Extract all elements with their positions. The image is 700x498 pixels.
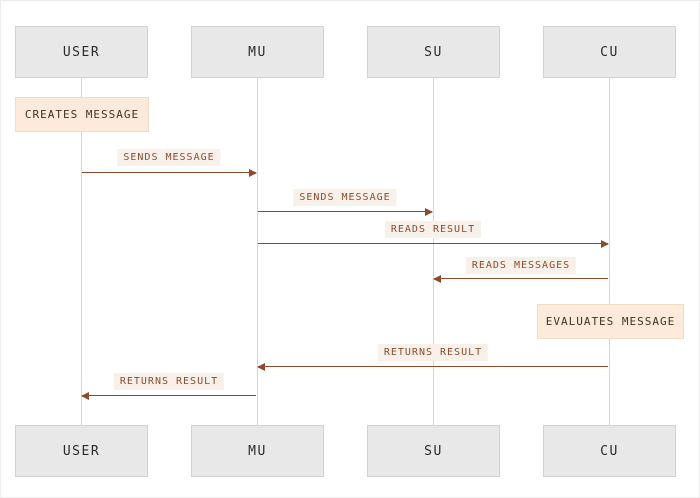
message-arrow [81, 391, 256, 400]
actor-label: MU [248, 44, 267, 60]
actor-bottom-user: USER [15, 425, 148, 477]
message-label: READS MESSAGES [465, 257, 577, 274]
message-arrow [258, 239, 609, 248]
message-label: READS RESULT [384, 221, 482, 238]
actor-label: SU [424, 443, 443, 459]
message-arrow [257, 362, 608, 371]
message-label: RETURNS RESULT [113, 373, 225, 390]
arrowhead-right-icon [249, 168, 257, 177]
actor-bottom-su: SU [367, 425, 500, 477]
actor-label: USER [62, 443, 101, 459]
note-evaluates-message: EVALUATES MESSAGE [537, 304, 684, 339]
message-label: SENDS MESSAGE [293, 189, 397, 206]
message-label: SENDS MESSAGE [117, 149, 221, 166]
arrowhead-left-icon [433, 274, 441, 283]
arrowhead-left-icon [257, 362, 265, 371]
actor-bottom-cu: CU [543, 425, 676, 477]
actor-top-user: USER [15, 26, 148, 78]
message-arrow [433, 274, 608, 283]
arrowhead-right-icon [425, 207, 433, 216]
lifeline-user [81, 78, 82, 425]
message-label: RETURNS RESULT [377, 344, 489, 361]
lifeline-mu [257, 78, 258, 425]
message-arrow [258, 207, 433, 216]
actor-top-mu: MU [191, 26, 324, 78]
note-creates-message: CREATES MESSAGE [15, 97, 149, 132]
note-label: CREATES MESSAGE [24, 108, 140, 121]
actor-label: SU [424, 44, 443, 60]
actor-top-su: SU [367, 26, 500, 78]
actor-label: CU [600, 443, 619, 459]
actor-label: MU [248, 443, 267, 459]
arrowhead-right-icon [601, 239, 609, 248]
actor-label: CU [600, 44, 619, 60]
lifeline-su [433, 78, 434, 425]
lifeline-cu [609, 78, 610, 425]
actor-top-cu: CU [543, 26, 676, 78]
arrowhead-left-icon [81, 391, 89, 400]
note-label: EVALUATES MESSAGE [545, 315, 676, 328]
actor-bottom-mu: MU [191, 425, 324, 477]
actor-label: USER [62, 44, 101, 60]
message-arrow [82, 168, 257, 177]
